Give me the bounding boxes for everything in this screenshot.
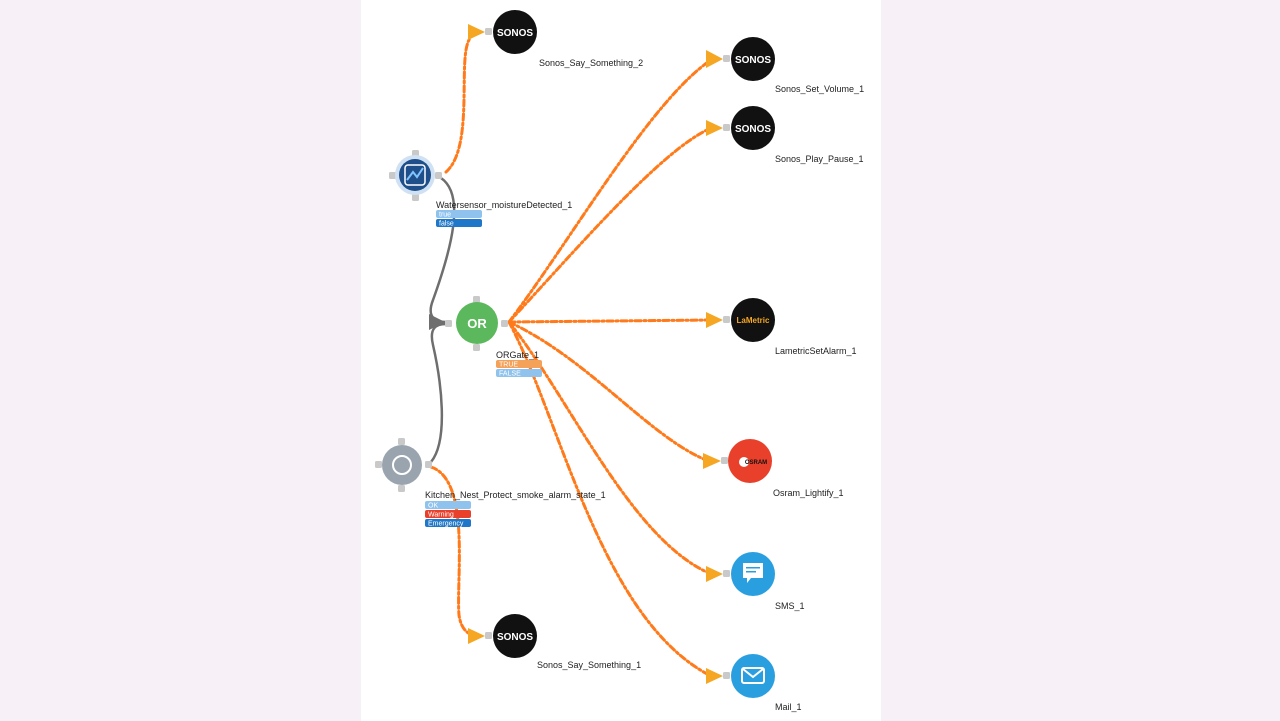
input-port[interactable] (723, 570, 730, 577)
edge-or-to-sonos-set-volume (507, 58, 713, 324)
svg-text:true: true (439, 212, 451, 219)
edge-smoke-to-sonos-say-1 (429, 465, 481, 638)
bulb-icon (739, 457, 749, 467)
svg-text:TRUE: TRUE (499, 362, 518, 369)
node-label: Sonos_Say_Something_1 (537, 660, 641, 670)
edge-watersensor-to-sonos-say-2 (444, 30, 481, 174)
mail-icon (741, 667, 765, 684)
state-badge-true: true (436, 210, 482, 219)
port-left[interactable] (389, 172, 396, 179)
node-circle (493, 614, 537, 658)
node-circle (731, 37, 775, 81)
node-label: Sonos_Play_Pause_1 (775, 154, 864, 164)
lametric-logo: LaMetric (737, 316, 770, 325)
edge-or-to-sonos-play-pause (507, 126, 713, 324)
node-label: SMS_1 (775, 601, 805, 611)
edge-or-to-lametric (507, 318, 713, 324)
svg-text:Emergency: Emergency (428, 521, 464, 528)
svg-text:OK: OK (428, 503, 438, 510)
node-label: Mail_1 (775, 702, 802, 712)
node-lametric[interactable]: LaMetric LametricSetAlarm_1 (723, 298, 857, 356)
flow-canvas: SONOS Sonos_Say_Something_2 SONOS Sonos_… (361, 0, 881, 721)
state-badge-true: TRUE (496, 360, 542, 369)
node-label: LametricSetAlarm_1 (775, 346, 857, 356)
node-or-gate[interactable]: OR ORGate_1 TRUE FALSE (445, 296, 542, 378)
port-left[interactable] (445, 320, 452, 327)
node-label: Osram_Lightify_1 (773, 488, 844, 498)
svg-text:FALSE: FALSE (499, 371, 521, 378)
input-port[interactable] (485, 28, 492, 35)
svg-text:Warning: Warning (428, 512, 454, 519)
node-sms[interactable]: SMS_1 (723, 552, 805, 611)
node-watersensor[interactable]: Watersensor_moistureDetected_1 true fals… (389, 150, 572, 228)
state-badge-false: FALSE (496, 369, 542, 378)
arrow-head-sonos-say-1 (468, 628, 485, 644)
input-port[interactable] (723, 124, 730, 131)
input-port[interactable] (485, 632, 492, 639)
input-port[interactable] (721, 457, 728, 464)
arrow-head-sonos-set-volume (706, 50, 723, 68)
state-badge-ok: OK (425, 501, 471, 510)
port-bottom[interactable] (398, 485, 405, 492)
arrow-head-sonos-play-pause (706, 120, 723, 136)
input-port[interactable] (723, 672, 730, 679)
port-right[interactable] (425, 461, 432, 468)
input-port[interactable] (723, 316, 730, 323)
sms-icon (743, 563, 763, 583)
node-label: Sonos_Set_Volume_1 (775, 84, 864, 94)
sonos-logo: SONOS (735, 55, 771, 66)
edge-or-to-osram (507, 320, 713, 464)
node-label: Watersensor_moistureDetected_1 (436, 200, 572, 210)
svg-text:false: false (439, 221, 454, 228)
state-badge-emergency: Emergency (425, 519, 471, 528)
node-osram-lightify[interactable]: OSRAM Osram_Lightify_1 (721, 439, 844, 498)
or-gate-text: OR (467, 316, 487, 331)
or-gate-icon (456, 302, 498, 344)
water-sensor-icon (404, 164, 426, 186)
arrow-head-lametric (706, 312, 723, 328)
port-bottom[interactable] (473, 344, 480, 351)
port-right[interactable] (435, 172, 442, 179)
edge-or-to-sms (507, 320, 713, 576)
node-circle (731, 106, 775, 150)
state-badge-warning: Warning (425, 510, 471, 519)
node-smoke-alarm[interactable]: Kitchen_Nest_Protect_smoke_alarm_state_1… (375, 438, 606, 528)
node-circle (493, 10, 537, 54)
input-port[interactable] (723, 55, 730, 62)
node-label: Sonos_Say_Something_2 (539, 58, 643, 68)
node-mail[interactable]: Mail_1 (723, 654, 802, 712)
arrow-head-sonos-say-2 (468, 24, 485, 40)
port-left[interactable] (375, 461, 382, 468)
node-sonos-say-something-2[interactable]: SONOS Sonos_Say_Something_2 (485, 10, 643, 68)
smoke-detector-icon (392, 455, 412, 475)
sonos-logo: SONOS (735, 124, 771, 135)
node-circle (728, 439, 772, 483)
sonos-logo: SONOS (497, 28, 533, 39)
arrow-head-osram (703, 453, 721, 469)
node-sonos-play-pause[interactable]: SONOS Sonos_Play_Pause_1 (723, 106, 864, 164)
node-circle (731, 298, 775, 342)
node-sonos-set-volume[interactable]: SONOS Sonos_Set_Volume_1 (723, 37, 864, 94)
node-sonos-say-something-1[interactable]: SONOS Sonos_Say_Something_1 (485, 614, 641, 670)
wire-smoke-to-or (429, 322, 447, 463)
port-right[interactable] (501, 320, 508, 327)
node-label: Kitchen_Nest_Protect_smoke_alarm_state_1 (425, 490, 606, 500)
sonos-logo: SONOS (497, 632, 533, 643)
node-label: ORGate_1 (496, 350, 539, 360)
port-top[interactable] (398, 438, 405, 445)
arrow-heads (468, 24, 723, 684)
port-bottom[interactable] (412, 194, 419, 201)
arrow-head-mail (706, 668, 723, 684)
arrow-head-sms (706, 566, 723, 582)
osram-logo: OSRAM (745, 460, 767, 466)
flow-diagram: SONOS Sonos_Say_Something_2 SONOS Sonos_… (375, 10, 864, 712)
or-input-arrow (429, 314, 445, 330)
node-circle (382, 445, 422, 485)
state-badge-false: false (436, 219, 482, 228)
port-top[interactable] (473, 296, 480, 303)
